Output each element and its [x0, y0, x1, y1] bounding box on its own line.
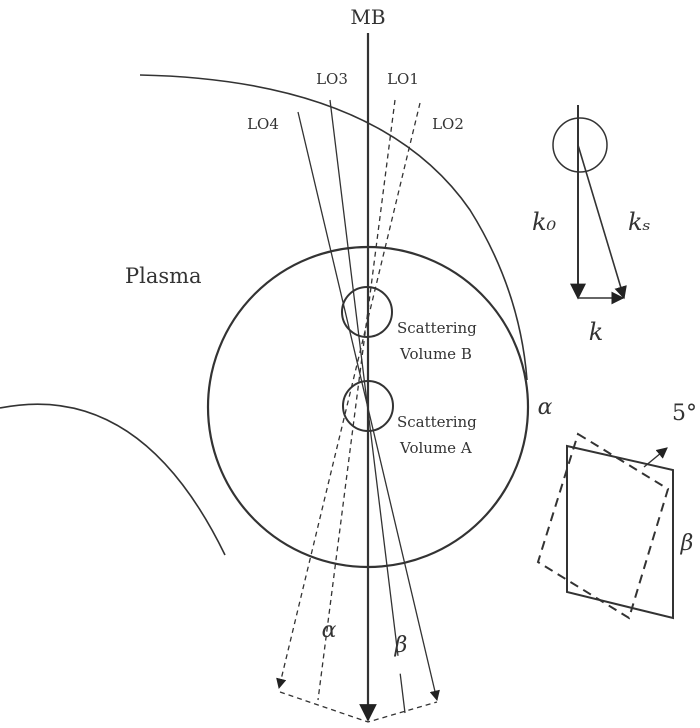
lo3-label: LO3	[316, 70, 348, 88]
beta-label: β	[394, 633, 408, 658]
volume-b-label-2: Volume B	[399, 345, 472, 363]
plasma-label: Plasma	[125, 264, 202, 288]
lo4-label: LO4	[247, 115, 279, 133]
mb-label: MB	[350, 5, 385, 29]
beta-inset-label: β	[680, 531, 694, 556]
angle-label: 5°	[672, 401, 697, 426]
volume-a-label-1: Scattering	[397, 413, 477, 431]
ks-arrow	[577, 144, 627, 300]
lo2-label: LO2	[432, 115, 464, 133]
alpha-inset-label: α	[538, 395, 553, 420]
lo1-label: LO1	[387, 70, 419, 88]
solid-volume-shape	[566, 444, 674, 620]
left-wall-arc	[0, 403, 226, 556]
vessel-wall-arc	[139, 74, 528, 381]
k0-label: k₀	[532, 208, 557, 236]
lo1-beam	[317, 99, 396, 701]
k-vector-triangle-bottom	[279, 691, 438, 723]
ks-label: kₛ	[628, 208, 651, 236]
rotation-arrow	[643, 447, 668, 468]
inset-volume-circle	[552, 117, 608, 173]
lo4-beam	[297, 111, 440, 702]
lo2-beam	[276, 102, 421, 690]
volume-a-label-2: Volume A	[399, 439, 472, 457]
alpha-label: α	[322, 618, 337, 643]
k-label: k	[589, 318, 604, 346]
volume-b-label-1: Scattering	[397, 319, 477, 337]
rotated-volume-shape	[536, 432, 670, 620]
